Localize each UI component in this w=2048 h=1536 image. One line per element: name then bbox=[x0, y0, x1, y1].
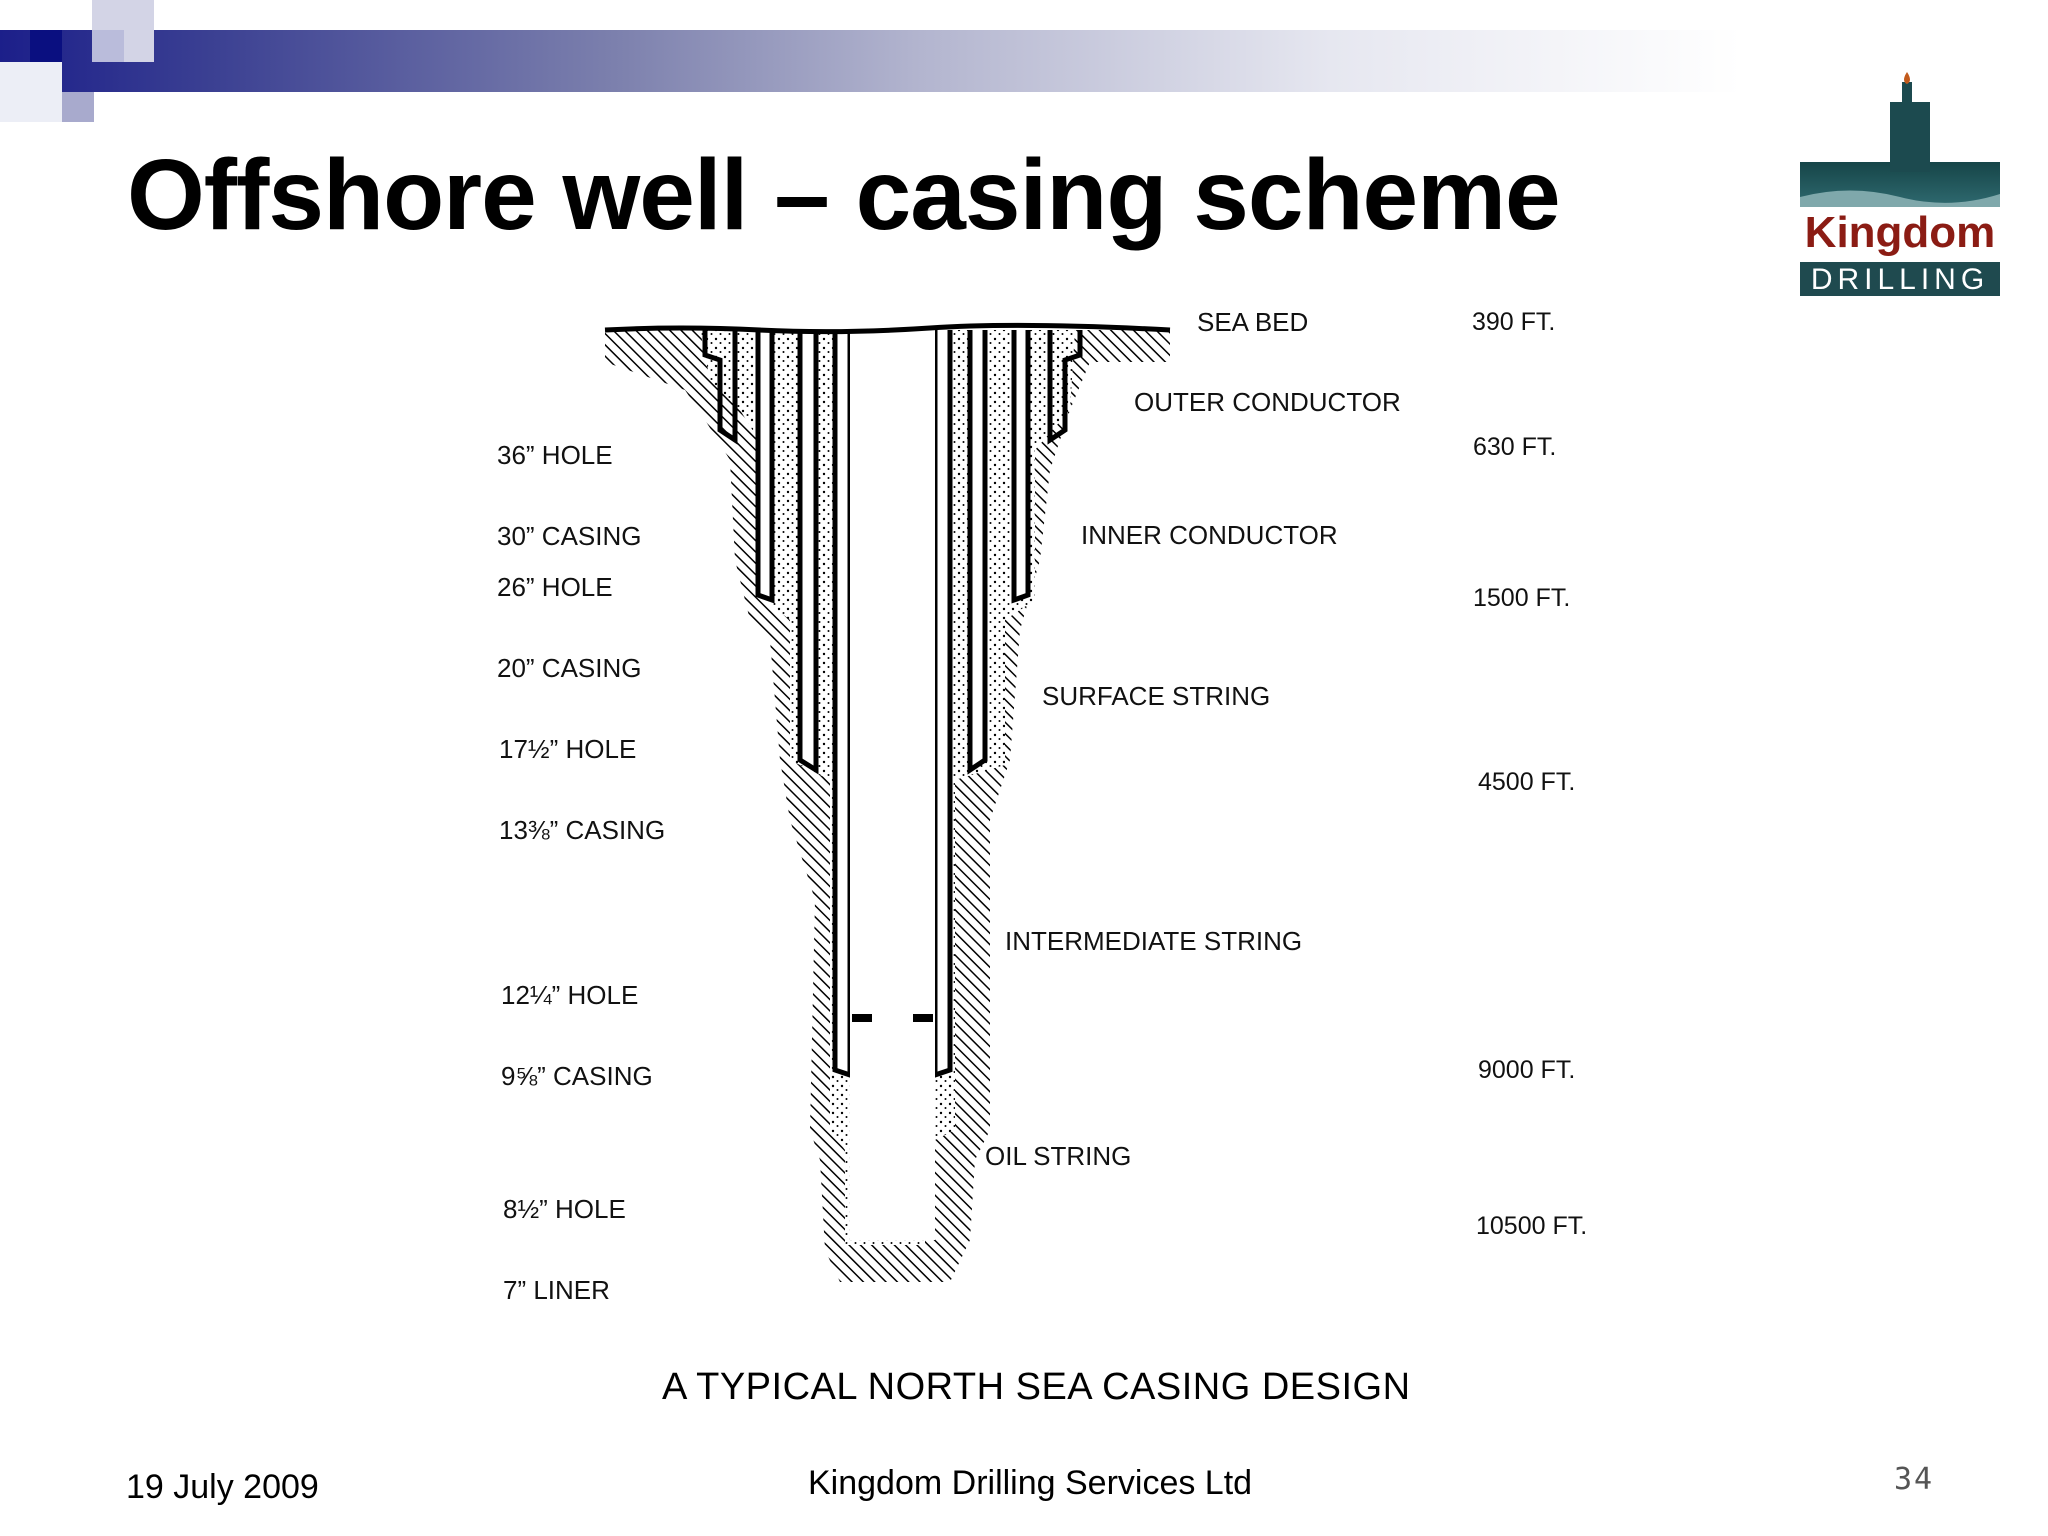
left-label-1: 36” HOLE 30” CASING bbox=[497, 388, 642, 577]
outer-conductor-left bbox=[702, 330, 738, 445]
surface-string-left bbox=[797, 330, 819, 775]
casing-size-label: 30” CASING bbox=[497, 521, 642, 551]
hole-size-label: 17½” HOLE bbox=[499, 734, 637, 764]
depth-9000: 9000 FT. bbox=[1478, 1056, 1576, 1084]
label-outer-conductor: OUTER CONDUCTOR bbox=[1134, 387, 1401, 417]
label-surface-string: SURFACE STRING bbox=[1042, 681, 1271, 711]
hole-size-label: 26” HOLE bbox=[497, 572, 613, 602]
hole-size-label: 36” HOLE bbox=[497, 440, 613, 470]
header-square-dark bbox=[30, 30, 62, 62]
intermediate-string-right bbox=[932, 330, 953, 1079]
depth-4500: 4500 FT. bbox=[1478, 768, 1576, 796]
inner-conductor-left bbox=[755, 330, 775, 604]
sea-bed-line bbox=[604, 322, 1171, 335]
intermediate-string-left bbox=[832, 330, 853, 1079]
label-sea-bed: SEA BED bbox=[1197, 307, 1309, 337]
casing-size-label: 13⅜” CASING bbox=[499, 815, 666, 845]
kingdom-drilling-logo: Kingdom DRILLING bbox=[1800, 72, 2000, 296]
left-label-5: 8½” HOLE 7” LINER bbox=[503, 1142, 626, 1331]
casing-scheme-diagram bbox=[604, 322, 1171, 1282]
casing-size-label: 9⅝” CASING bbox=[501, 1061, 653, 1091]
casing-size-label: 7” LINER bbox=[503, 1275, 610, 1305]
slide-title: Offshore well – casing scheme bbox=[127, 139, 1561, 251]
header-square-faint bbox=[0, 62, 62, 122]
inner-conductor-right bbox=[1011, 330, 1031, 604]
depth-10500: 10500 FT. bbox=[1476, 1212, 1588, 1240]
liner-hanger-left bbox=[852, 1014, 872, 1022]
logo-sub: DRILLING bbox=[1811, 263, 1989, 296]
hole-size-label: 8½” HOLE bbox=[503, 1194, 626, 1224]
depth-1500: 1500 FT. bbox=[1473, 584, 1571, 612]
footer-date: 19 July 2009 bbox=[126, 1468, 319, 1506]
left-label-2: 26” HOLE 20” CASING bbox=[497, 520, 642, 709]
header-square-small bbox=[92, 30, 124, 62]
label-intermediate-string: INTERMEDIATE STRING bbox=[1005, 926, 1303, 956]
left-label-3: 17½” HOLE 13⅜” CASING bbox=[499, 682, 665, 871]
surface-string-right bbox=[967, 330, 988, 775]
page-number: 34 bbox=[1894, 1462, 1935, 1497]
label-inner-conductor: INNER CONDUCTOR bbox=[1081, 520, 1338, 550]
footer-company: Kingdom Drilling Services Ltd bbox=[808, 1464, 1253, 1502]
liner-hanger-right bbox=[913, 1014, 933, 1022]
label-oil-string: OIL STRING bbox=[985, 1141, 1132, 1171]
hole-size-label: 12¼” HOLE bbox=[501, 980, 639, 1010]
diagram-caption: A TYPICAL NORTH SEA CASING DESIGN bbox=[662, 1366, 1411, 1408]
flame-icon bbox=[1904, 72, 1910, 84]
rig-tower-icon bbox=[1890, 102, 1930, 172]
header-gradient-bar bbox=[0, 30, 2048, 92]
left-label-4: 12¼” HOLE 9⅝” CASING bbox=[501, 928, 653, 1117]
header-square-mid bbox=[62, 92, 94, 122]
outer-conductor-right bbox=[1047, 330, 1083, 445]
depth-390: 390 FT. bbox=[1472, 308, 1556, 336]
casing-size-label: 20” CASING bbox=[497, 653, 642, 683]
depth-630: 630 FT. bbox=[1473, 433, 1557, 461]
logo-name: Kingdom bbox=[1805, 208, 1996, 257]
